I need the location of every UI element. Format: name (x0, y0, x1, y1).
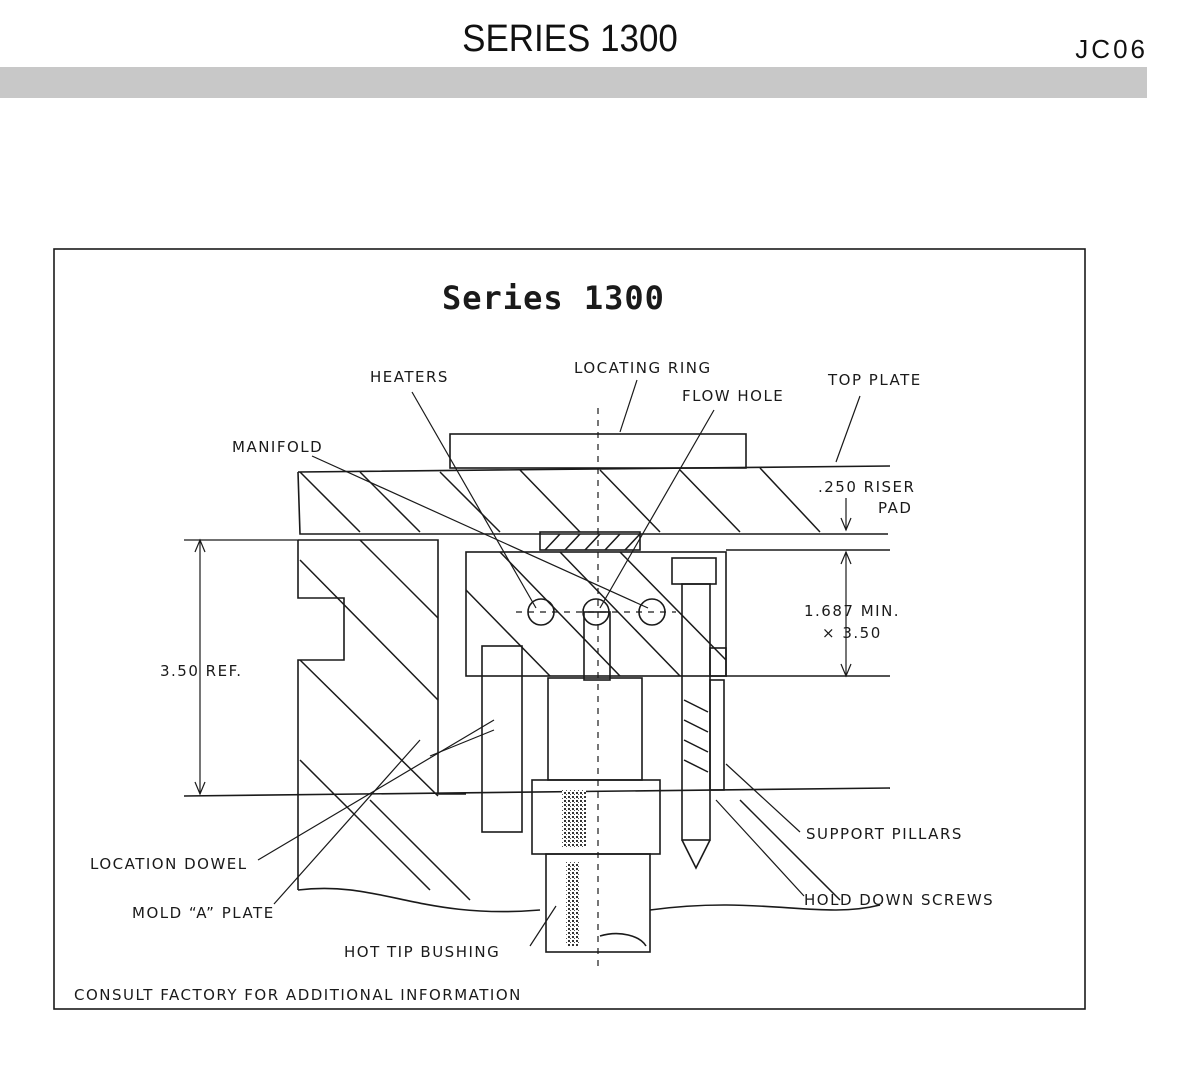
parting-line (183, 787, 891, 797)
page-title: SERIES 1300 (462, 18, 678, 60)
diagram-frame (53, 248, 1086, 1010)
label-support-pillars: SUPPORT PILLARS (806, 825, 963, 843)
label-riser-pad-1: .250 RISER (818, 478, 915, 496)
location-dowel (481, 645, 523, 833)
label-locating-ring: LOCATING RING (574, 359, 712, 377)
leader-lines (257, 379, 861, 947)
document-code: JC06 (1075, 34, 1148, 64)
label-hot-tip-bushing: HOT TIP BUSHING (344, 943, 500, 961)
label-riser-pad-2: PAD (878, 499, 912, 517)
dimension-1-687 (840, 498, 852, 678)
label-min-dim-1: 1.687 MIN. (804, 602, 900, 620)
riser-pad (539, 531, 641, 551)
label-flow-hole: FLOW HOLE (682, 387, 784, 405)
label-heaters: HEATERS (370, 368, 449, 386)
dimension-3-50-ref (184, 538, 298, 796)
hold-down-screw (671, 557, 727, 870)
label-min-dim-2: × 3.50 (822, 624, 882, 642)
top-plate (297, 433, 891, 535)
label-top-plate: TOP PLATE (827, 371, 922, 389)
label-manifold: MANIFOLD (232, 438, 323, 456)
manifold-block (465, 551, 727, 677)
footer-note: CONSULT FACTORY FOR ADDITIONAL INFORMATI… (74, 986, 522, 1004)
label-location-dowel: LOCATION DOWEL (90, 855, 248, 873)
header-bar (0, 67, 1147, 98)
label-hold-down-screws: HOLD DOWN SCREWS (804, 891, 994, 909)
mold-a-plate (297, 539, 881, 913)
nozzle (531, 611, 661, 953)
label-mold-a-plate: MOLD “A” PLATE (132, 904, 275, 922)
diagram-title: Series 1300 (442, 279, 665, 317)
label-ref-dim: 3.50 REF. (160, 662, 243, 680)
